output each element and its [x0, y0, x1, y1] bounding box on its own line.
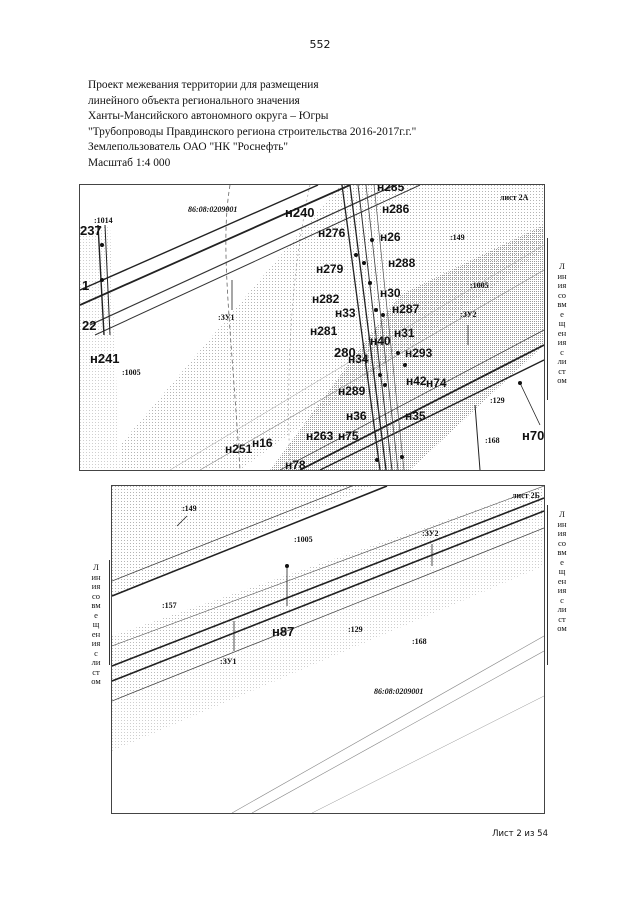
label-n35: н35 — [405, 409, 426, 423]
label-n240: н240 — [285, 205, 315, 220]
document-header: Проект межевания территории для размещен… — [88, 78, 416, 172]
label-n282: н282 — [312, 292, 340, 306]
label-1: 1 — [82, 278, 89, 293]
label-n34: н34 — [348, 352, 369, 366]
label-n36: н36 — [346, 409, 367, 423]
map-sheet-2a: :1014 237 1 22 н241 :ЗУ1 :1005 н240 н285… — [79, 184, 545, 471]
label-22: 22 — [82, 318, 96, 333]
label-n285: н285 — [377, 185, 405, 194]
sheet-2b-title: лист 2Б — [512, 491, 540, 500]
side-legend-2b-right: Л ин ия со вм е щ ен ия с ли ст ом — [557, 509, 567, 633]
label-149-b: :149 — [182, 504, 197, 513]
label-zu1: :ЗУ1 — [218, 313, 235, 322]
cadastral-block-2a: 86:08:0209001 — [188, 205, 237, 214]
label-n26: н26 — [380, 230, 401, 244]
label-237: 237 — [80, 223, 102, 238]
label-168-b: :168 — [412, 637, 427, 646]
label-129: :129 — [490, 396, 505, 405]
label-n286: н286 — [382, 202, 410, 216]
label-n263: н263 — [306, 429, 334, 443]
label-n31: н31 — [394, 326, 415, 340]
label-n78: н78 — [285, 458, 306, 470]
map-drawing-2b: :149 :1005 :ЗУ2 :157 н87 :129 :168 :ЗУ1 … — [112, 486, 544, 813]
label-zu1-b: :ЗУ1 — [220, 657, 237, 666]
header-line-2: линейного объекта регионального значения — [88, 94, 300, 107]
label-n288: н288 — [388, 256, 416, 270]
label-zu2-b: :ЗУ2 — [422, 529, 439, 538]
legend-bar-b-left — [109, 560, 110, 665]
label-280: 280 — [334, 345, 356, 360]
legend-bar-a — [547, 238, 548, 400]
header-line-3: Ханты-Мансийского автономного округа – Ю… — [88, 110, 329, 123]
label-n289: н289 — [338, 384, 366, 398]
cadastral-block-2b: 86:08:0209001 — [374, 687, 423, 696]
label-n42: н42 — [406, 374, 427, 388]
label-n281: н281 — [310, 324, 338, 338]
map-drawing-2a: :1014 237 1 22 н241 :ЗУ1 :1005 н240 н285… — [80, 185, 544, 470]
label-149: :149 — [450, 233, 465, 242]
header-line-4: "Трубопроводы Правдинского региона строи… — [88, 125, 417, 138]
label-1005-c: :1005 — [294, 535, 313, 544]
label-n287: н287 — [392, 302, 420, 316]
legend-bar-b-right — [547, 505, 548, 665]
label-n279: н279 — [316, 262, 344, 276]
label-n241: н241 — [90, 351, 120, 366]
label-n74: н74 — [426, 376, 447, 390]
label-zu2: :ЗУ2 — [460, 310, 477, 319]
label-n276: н276 — [318, 226, 346, 240]
map-sheet-2b: :149 :1005 :ЗУ2 :157 н87 :129 :168 :ЗУ1 … — [111, 485, 545, 814]
header-line-6: Масштаб 1:4 000 — [88, 156, 171, 169]
label-129-b: :129 — [348, 625, 363, 634]
label-n30: н30 — [380, 286, 401, 300]
side-legend-2a: Л ин ия со вм е щ ен ия с ли ст ом — [557, 261, 567, 385]
label-n251: н251 — [225, 442, 253, 456]
label-n75: н75 — [338, 429, 359, 443]
label-1005-a: :1005 — [122, 368, 141, 377]
label-n70: н70 — [522, 428, 544, 443]
header-line-1: Проект межевания территории для размещен… — [88, 79, 319, 91]
sheet-2a-title: лист 2А — [500, 193, 529, 202]
label-n33: н33 — [335, 306, 356, 320]
label-n293: н293 — [405, 346, 433, 360]
label-n40: н40 — [370, 334, 391, 348]
sheet-counter: Лист 2 из 54 — [492, 829, 548, 839]
label-1014: :1014 — [94, 216, 113, 225]
label-n87: н87 — [272, 624, 294, 639]
label-168: :168 — [485, 436, 500, 445]
label-n16: н16 — [252, 436, 273, 450]
page-number: 552 — [309, 38, 331, 51]
label-157: :157 — [162, 601, 177, 610]
label-1005-b: :1005 — [470, 281, 489, 290]
side-legend-2b-left: Л ин ия со вм е щ ен ия с ли ст ом — [91, 562, 101, 686]
header-line-5: Землепользователь ОАО "НК "Роснефть" — [88, 141, 289, 154]
